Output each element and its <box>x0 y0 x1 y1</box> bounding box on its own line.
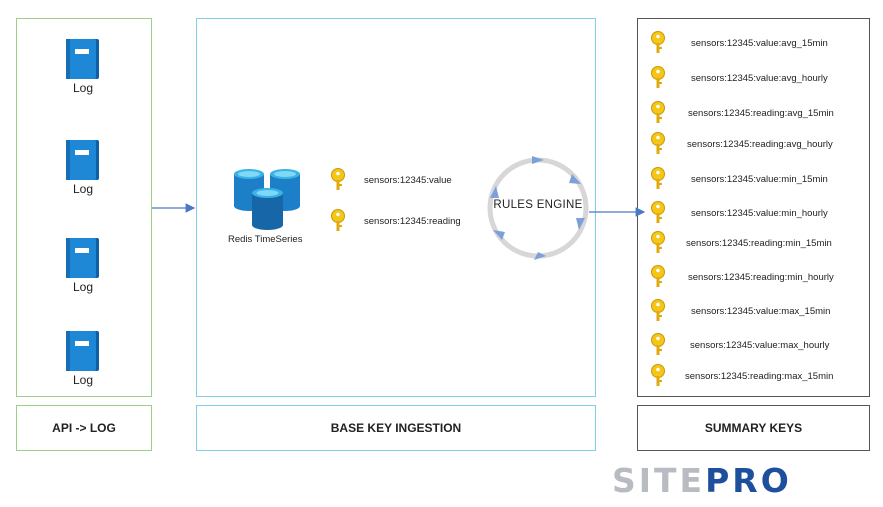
summary-key-label: sensors:12345:value:min_hourly <box>691 207 828 219</box>
summary-key-row: sensors:12345:value:avg_15min <box>648 31 828 55</box>
summary-key-row: sensors:12345:value:max_15min <box>648 299 830 323</box>
summary-key-row: sensors:12345:value:avg_hourly <box>648 66 828 90</box>
key-icon <box>651 201 665 223</box>
book-icon <box>66 331 99 371</box>
base-key-label: sensors:12345:reading <box>364 215 461 227</box>
base-key-row: sensors:12345:reading <box>328 209 461 233</box>
book-icon <box>66 238 99 278</box>
key-icon <box>651 167 665 189</box>
cycle-icon <box>487 156 589 260</box>
summary-key-label: sensors:12345:reading:max_15min <box>685 370 834 382</box>
summary-key-label: sensors:12345:value:max_15min <box>691 305 831 317</box>
summary-key-row: sensors:12345:value:min_hourly <box>648 201 828 225</box>
summary-key-label: sensors:12345:reading:avg_hourly <box>687 138 833 150</box>
log-item: Log <box>53 38 113 95</box>
log-label: Log <box>72 280 94 294</box>
summary-key-label: sensors:12345:value:avg_hourly <box>691 72 828 84</box>
summary-key-row: sensors:12345:reading:min_15min <box>648 231 832 255</box>
summary-key-label: sensors:12345:reading:avg_15min <box>688 107 834 119</box>
summary-key-row: sensors:12345:reading:max_15min <box>648 364 833 388</box>
summary-key-row: sensors:12345:reading:avg_15min <box>648 101 834 125</box>
summary-key-row: sensors:12345:reading:avg_hourly <box>648 132 833 156</box>
base-key-row: sensors:12345:value <box>328 168 452 192</box>
key-icon <box>651 265 665 287</box>
key-icon <box>651 333 665 355</box>
book-icon <box>66 140 99 180</box>
log-item: Log <box>53 330 113 387</box>
sitepro-logo: SITEPRO <box>612 462 792 500</box>
base-key-ingestion-panel <box>196 18 596 397</box>
key-icon <box>651 299 665 321</box>
summary-key-label: sensors:12345:reading:min_hourly <box>688 271 834 283</box>
key-icon <box>651 31 665 53</box>
summary-key-label: sensors:12345:value:avg_15min <box>691 37 828 49</box>
base-key-label: sensors:12345:value <box>364 174 452 186</box>
redis-timeseries-label: Redis TimeSeries <box>228 234 303 245</box>
key-icon <box>651 364 665 386</box>
summary-keys-label: SUMMARY KEYS <box>637 405 870 451</box>
summary-key-row: sensors:12345:value:max_hourly <box>648 333 829 357</box>
base-key-ingestion-label: BASE KEY INGESTION <box>196 405 596 451</box>
log-item: Log <box>53 237 113 294</box>
key-icon <box>331 168 345 190</box>
summary-key-row: sensors:12345:value:min_15min <box>648 167 828 191</box>
log-label: Log <box>72 182 94 196</box>
key-icon <box>651 101 665 123</box>
key-icon <box>331 209 345 231</box>
logo-part-site: SITE <box>612 461 706 500</box>
key-icon <box>651 132 665 154</box>
database-icon <box>234 169 300 230</box>
api-log-label: API -> LOG <box>16 405 152 451</box>
key-icon <box>651 231 665 253</box>
rules-engine-label: RULES ENGINE <box>493 199 583 211</box>
summary-key-label: sensors:12345:value:min_15min <box>691 173 828 185</box>
summary-key-label: sensors:12345:reading:min_15min <box>686 237 832 249</box>
summary-key-row: sensors:12345:reading:min_hourly <box>648 265 834 289</box>
book-icon <box>66 39 99 79</box>
api-log-panel <box>16 18 152 397</box>
logo-part-pro: PRO <box>705 461 792 500</box>
summary-key-label: sensors:12345:value:max_hourly <box>690 339 830 351</box>
log-label: Log <box>72 373 94 387</box>
log-label: Log <box>72 81 94 95</box>
log-item: Log <box>53 139 113 196</box>
key-icon <box>651 66 665 88</box>
